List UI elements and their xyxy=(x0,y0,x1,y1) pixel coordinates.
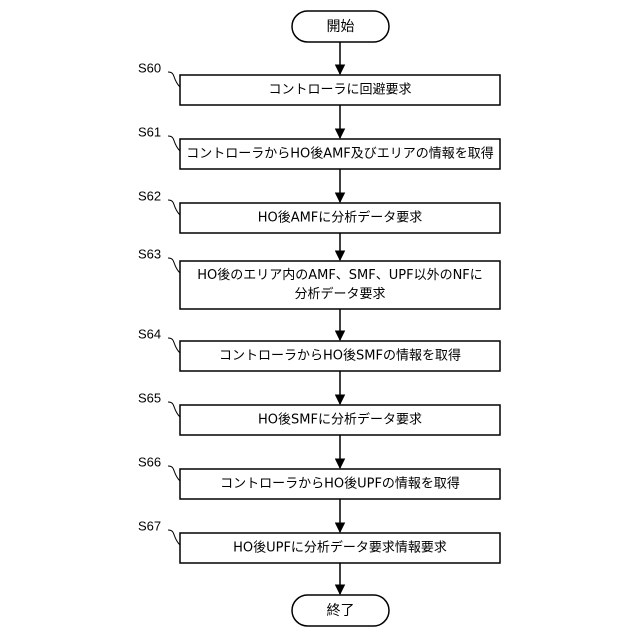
start-terminal: 開始 xyxy=(292,11,389,42)
step-id-label: S65 xyxy=(138,391,161,406)
step-id-label: S66 xyxy=(138,455,161,470)
step-text: HO後SMFに分析データ要求 xyxy=(258,412,422,428)
step-id-label: S60 xyxy=(138,61,161,76)
process-step-s66: コントローラからHO後UPFの情報を取得 S66 xyxy=(138,455,500,500)
step-text: コントローラからHO後SMFの情報を取得 xyxy=(219,348,461,364)
step-id-label: S61 xyxy=(138,125,161,140)
step-text: 分析データ要求 xyxy=(294,286,385,302)
process-step-s65: HO後SMFに分析データ要求 S65 xyxy=(138,391,500,436)
step-text: コントローラに回避要求 xyxy=(268,83,411,98)
process-step-s64: コントローラからHO後SMFの情報を取得 S64 xyxy=(138,327,500,372)
end-terminal: 終了 xyxy=(292,595,389,626)
step-text: HO後UPFに分析データ要求情報要求 xyxy=(233,540,447,556)
leader-line xyxy=(168,466,180,481)
start-label: 開始 xyxy=(327,19,355,35)
process-step-s60: コントローラに回避要求 S60 xyxy=(138,61,500,106)
process-step-s62: HO後AMFに分析データ要求 S62 xyxy=(138,189,500,234)
leader-line xyxy=(168,200,180,215)
step-id-label: S64 xyxy=(138,327,161,342)
leader-line xyxy=(168,72,180,87)
step-text: HO後AMFに分析データ要求 xyxy=(258,210,423,226)
leader-line xyxy=(168,258,180,273)
step-text: コントローラからHO後UPFの情報を取得 xyxy=(220,476,460,492)
step-id-label: S63 xyxy=(138,247,161,262)
leader-line xyxy=(168,402,180,417)
leader-line xyxy=(168,136,180,151)
step-text: HO後のエリア内のAMF、SMF、UPF以外のNFに xyxy=(197,267,483,283)
leader-line xyxy=(168,338,180,353)
step-id-label: S67 xyxy=(138,519,161,534)
step-id-label: S62 xyxy=(138,189,161,204)
process-step-s63: HO後のエリア内のAMF、SMF、UPF以外のNFに分析データ要求 S63 xyxy=(138,247,500,310)
process-step-s67: HO後UPFに分析データ要求情報要求 S67 xyxy=(138,519,500,564)
step-text: コントローラからHO後AMF及びエリアの情報を取得 xyxy=(186,146,494,162)
leader-line xyxy=(168,530,180,545)
end-label: 終了 xyxy=(327,603,355,619)
process-step-s61: コントローラからHO後AMF及びエリアの情報を取得 S61 xyxy=(138,125,500,170)
